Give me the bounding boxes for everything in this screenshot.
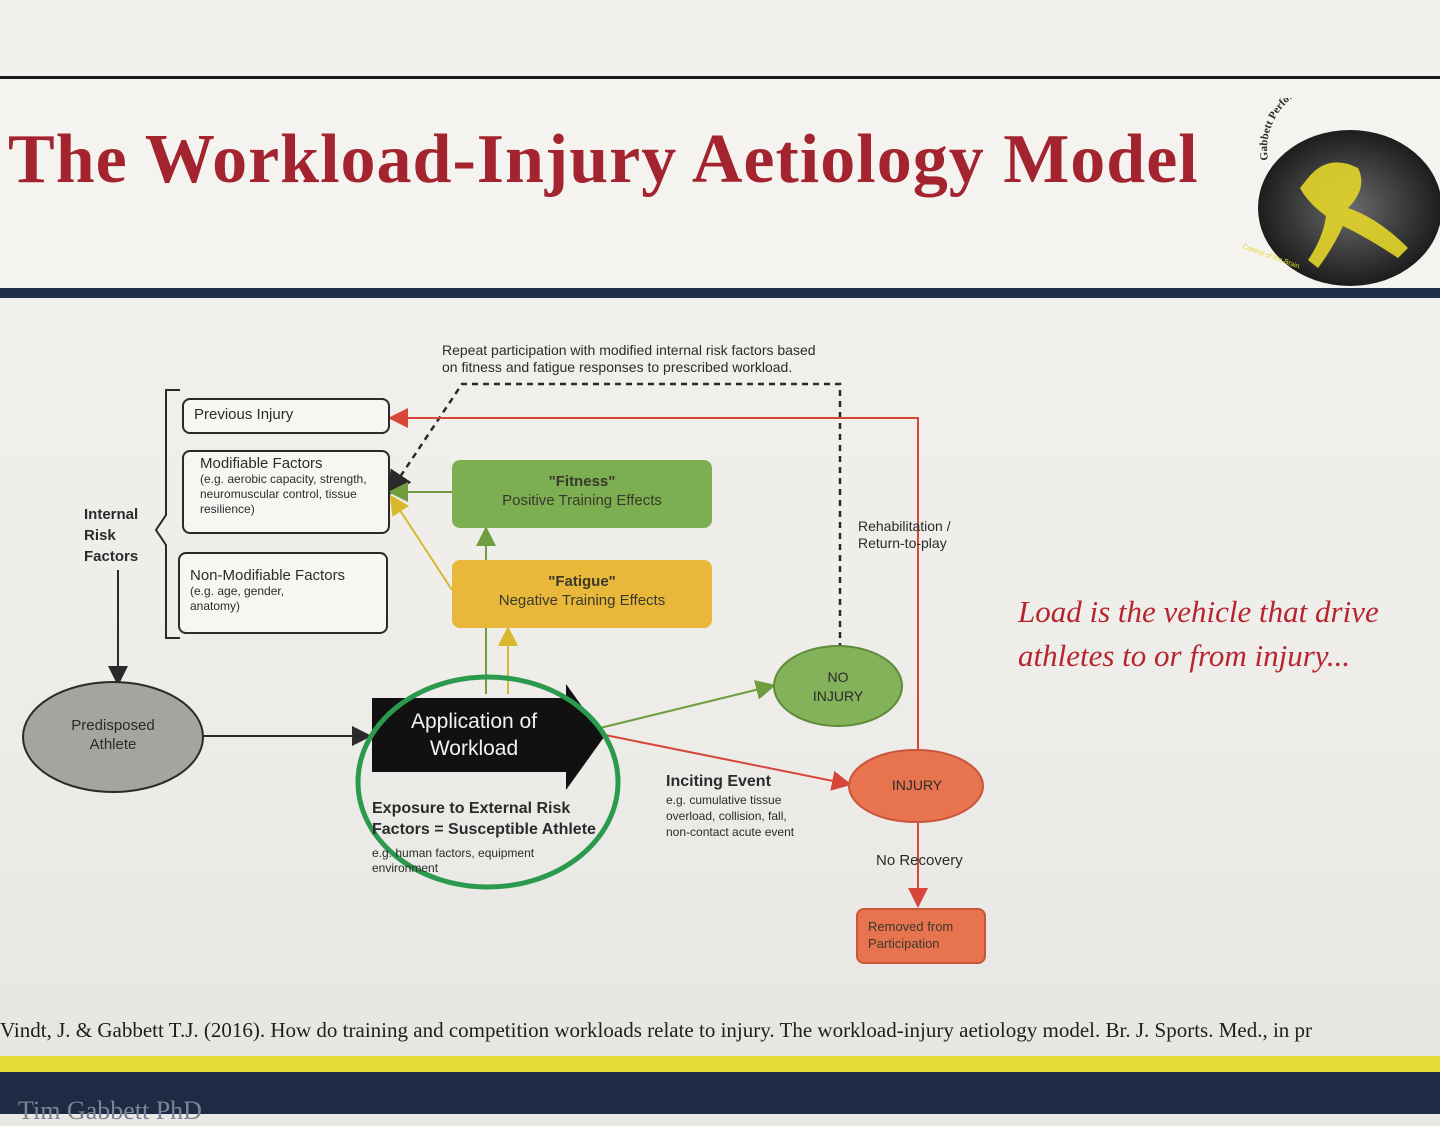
repeat-note-line1: Repeat participation with modified inter…: [442, 342, 816, 358]
no-injury-label: NO INJURY: [778, 668, 898, 706]
nonmodifiable-factors-title: Non-Modifiable Factors: [190, 567, 346, 584]
fitness-subtitle: Positive Training Effects: [502, 492, 662, 509]
rehab-line1: Rehabilitation /: [858, 518, 951, 534]
brain-runner-logo: Gabbett Performance Solutions Control of…: [1241, 98, 1440, 286]
repeat-note-line2: on fitness and fatigue responses to pres…: [442, 359, 793, 375]
inciting-detail-line2: overload, collision, fall,: [666, 809, 787, 823]
fatigue-box: "Fatigue" Negative Training Effects: [452, 560, 712, 628]
internal-risk-factors-label: Internal Risk Factors: [84, 506, 139, 565]
rehabilitation-label: Rehabilitation / Return-to-play: [858, 518, 951, 552]
predisposed-line2: Athlete: [89, 736, 137, 753]
title-divider: [0, 288, 1440, 298]
slide-title: The Workload-Injury Aetiology Model: [8, 121, 1199, 198]
fatigue-subtitle: Negative Training Effects: [498, 592, 666, 609]
removed-box: Removed from Participation: [856, 908, 986, 964]
predisposed-athlete-label: Predisposed Athlete: [30, 716, 196, 754]
title-panel: [0, 76, 1440, 291]
workload-line1: Application of: [410, 710, 538, 733]
background-paper: [0, 0, 1440, 72]
rehab-line2: Return-to-play: [858, 535, 947, 551]
injury-label: INJURY: [891, 777, 943, 793]
removed-line1: Removed from: [868, 919, 954, 934]
inciting-detail-line3: non-contact acute event: [666, 825, 795, 839]
workload-line2: Workload: [429, 737, 519, 760]
quote-line1: Load is the vehicle that drive: [1018, 594, 1379, 629]
previous-injury-box: Previous Injury: [182, 398, 390, 434]
exposure-line1: Exposure to External Risk: [372, 800, 571, 817]
inciting-event-label: Inciting Event e.g. cumulative tissue ov…: [666, 772, 794, 840]
exposure-label: Exposure to External Risk Factors = Susc…: [372, 798, 596, 840]
fitness-box: "Fitness" Positive Training Effects: [452, 460, 712, 528]
no-injury-line1: NO: [827, 669, 849, 685]
footer-yellow-rule: [0, 1056, 1440, 1072]
exposure-line2: Factors = Susceptible Athlete: [372, 821, 596, 838]
footer-author: Tim Gabbett PhD: [18, 1096, 202, 1125]
quote-line2: athletes to or from injury...: [1018, 638, 1351, 673]
modifiable-factors-detail: (e.g. aerobic capacity, strength, neurom…: [200, 472, 367, 516]
modifiable-factors-title: Modifiable Factors: [200, 455, 323, 472]
inciting-detail-line1: e.g. cumulative tissue: [666, 793, 782, 807]
footer-navy-band: [0, 1072, 1440, 1114]
nonmodifiable-factors-box: Non-Modifiable Factors (e.g. age, gender…: [178, 552, 388, 634]
load-quote: Load is the vehicle that drive athletes …: [1018, 590, 1379, 678]
citation: Vindt, J. & Gabbett T.J. (2016). How do …: [0, 1018, 1313, 1042]
fitness-title: "Fitness": [548, 473, 616, 490]
removed-line2: Participation: [868, 936, 940, 951]
repeat-participation-note: Repeat participation with modified inter…: [442, 342, 816, 376]
exposure-detail-line2: environment: [372, 861, 439, 875]
inciting-title: Inciting Event: [666, 773, 771, 790]
exposure-detail: e.g. human factors, equipment environmen…: [372, 846, 534, 876]
no-injury-line2: INJURY: [812, 688, 864, 704]
fatigue-title: "Fatigue": [548, 573, 616, 590]
modifiable-factors-box: Modifiable Factors (e.g. aerobic capacit…: [182, 450, 390, 534]
exposure-detail-line1: e.g. human factors, equipment: [372, 846, 535, 860]
predisposed-line1: Predisposed: [71, 717, 155, 734]
no-recovery-label: No Recovery: [876, 852, 963, 869]
workload-label: Application of Workload: [384, 708, 564, 762]
previous-injury-label: Previous Injury: [194, 406, 294, 423]
nonmodifiable-factors-detail: (e.g. age, gender, anatomy): [190, 584, 285, 613]
